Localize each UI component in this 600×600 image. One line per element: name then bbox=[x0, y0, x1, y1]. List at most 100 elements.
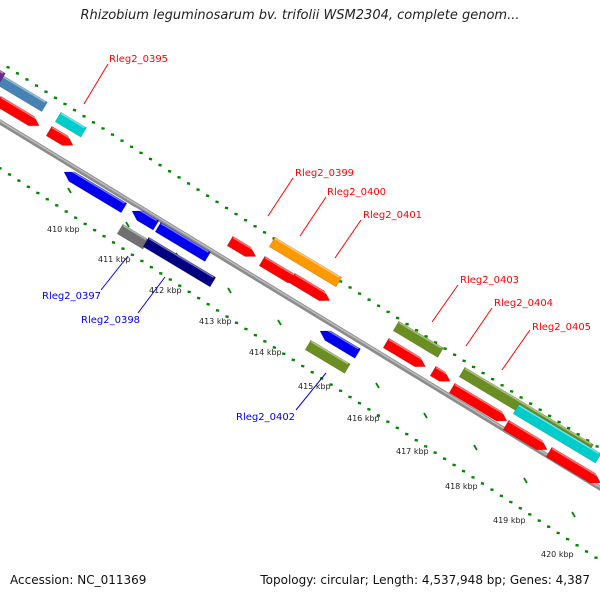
tick-mark bbox=[547, 414, 552, 418]
tick-mark bbox=[63, 102, 67, 106]
tick-mark bbox=[225, 315, 229, 319]
tick-mark bbox=[509, 389, 514, 393]
tick-mark bbox=[25, 78, 29, 82]
gene-label[interactable]: Rleg2_0405 bbox=[532, 322, 591, 333]
tick-mark bbox=[120, 139, 124, 143]
kbp-label: 411 kbp bbox=[98, 255, 131, 264]
tick-mark bbox=[518, 506, 523, 510]
kbp-tick bbox=[375, 382, 380, 389]
kbp-label: 416 kbp bbox=[347, 414, 380, 423]
tick-mark bbox=[310, 370, 315, 374]
tick-mark bbox=[186, 182, 191, 185]
tick-mark bbox=[262, 230, 267, 234]
tick-mark bbox=[357, 401, 362, 405]
tick-mark bbox=[575, 543, 579, 547]
tick-mark bbox=[291, 358, 296, 362]
gene-feature[interactable] bbox=[0, 67, 6, 84]
gene-label[interactable]: Rleg2_0400 bbox=[327, 187, 386, 198]
tick-mark bbox=[386, 310, 390, 314]
tick-mark bbox=[168, 278, 173, 282]
tick-mark bbox=[367, 407, 371, 411]
tick-mark bbox=[471, 365, 476, 369]
tick-mark bbox=[395, 426, 400, 430]
kbp-label: 420 kbp bbox=[541, 550, 574, 559]
tick-mark bbox=[187, 290, 192, 294]
tick-mark bbox=[537, 519, 542, 523]
tick-mark bbox=[6, 65, 10, 69]
gene-feature[interactable] bbox=[54, 111, 87, 138]
tick-mark bbox=[528, 402, 533, 406]
gene-feature[interactable] bbox=[429, 365, 453, 386]
gene-label[interactable]: Rleg2_0404 bbox=[494, 298, 553, 309]
tick-mark bbox=[196, 188, 200, 192]
tick-mark bbox=[111, 240, 116, 244]
tick-mark bbox=[243, 218, 248, 222]
kbp-tick bbox=[125, 221, 130, 228]
gene-label[interactable]: Rleg2_0398 bbox=[81, 315, 140, 326]
tick-mark bbox=[83, 222, 87, 226]
kbp-tick bbox=[523, 477, 528, 484]
tick-mark bbox=[140, 259, 144, 263]
gene-label[interactable]: Rleg2_0395 bbox=[109, 54, 168, 65]
tick-mark bbox=[357, 292, 362, 296]
kbp-label: 417 kbp bbox=[396, 447, 429, 456]
gene-feature[interactable] bbox=[154, 221, 211, 262]
tick-mark bbox=[480, 482, 485, 485]
tick-mark bbox=[329, 383, 333, 387]
gene-feature[interactable] bbox=[382, 337, 428, 371]
tick-mark bbox=[0, 167, 2, 170]
gene-feature[interactable] bbox=[116, 223, 149, 250]
gene-feature[interactable] bbox=[142, 236, 217, 288]
tick-mark bbox=[72, 108, 77, 112]
gene-feature[interactable] bbox=[129, 206, 160, 231]
tick-mark bbox=[26, 185, 31, 189]
gene-feature[interactable] bbox=[317, 326, 361, 359]
tick-mark bbox=[405, 322, 409, 326]
gene-feature[interactable] bbox=[268, 236, 343, 288]
tick-mark bbox=[149, 265, 154, 269]
tick-mark bbox=[300, 364, 305, 368]
tick-mark bbox=[44, 90, 48, 94]
gene-label[interactable]: Rleg2_0401 bbox=[363, 210, 422, 221]
tick-mark bbox=[443, 347, 447, 351]
gene-feature[interactable] bbox=[512, 403, 600, 464]
tick-mark bbox=[433, 451, 437, 455]
leader-line bbox=[295, 372, 327, 411]
kbp-label: 412 kbp bbox=[149, 286, 182, 295]
tick-mark bbox=[139, 151, 143, 155]
tick-mark bbox=[423, 444, 428, 448]
tick-mark bbox=[215, 200, 219, 204]
tick-mark bbox=[73, 216, 78, 220]
gene-feature[interactable] bbox=[61, 167, 128, 214]
gene-feature[interactable] bbox=[392, 320, 444, 358]
gene-label[interactable]: Rleg2_0402 bbox=[236, 412, 295, 423]
tick-mark bbox=[148, 157, 153, 161]
leader-line bbox=[137, 276, 166, 314]
inner-tick-ring bbox=[0, 167, 598, 560]
gene-feature[interactable] bbox=[545, 446, 600, 487]
gene-feature[interactable] bbox=[304, 339, 351, 374]
tick-mark bbox=[462, 359, 466, 363]
tick-mark bbox=[234, 321, 239, 325]
tick-mark bbox=[281, 352, 286, 356]
kbp-label: 413 kbp bbox=[199, 317, 232, 326]
tick-mark bbox=[7, 173, 12, 176]
tick-mark bbox=[499, 494, 504, 498]
tick-mark bbox=[338, 389, 343, 393]
leader-line bbox=[465, 307, 493, 347]
gene-label[interactable]: Rleg2_0397 bbox=[42, 291, 101, 302]
gene-feature[interactable] bbox=[502, 419, 550, 454]
gene-feature[interactable] bbox=[0, 95, 42, 130]
tick-mark bbox=[167, 169, 172, 173]
gene-feature[interactable] bbox=[226, 235, 258, 261]
tick-mark bbox=[205, 194, 210, 198]
gene-feature[interactable] bbox=[45, 125, 76, 150]
gene-feature[interactable] bbox=[448, 382, 510, 425]
tick-mark bbox=[376, 304, 381, 308]
gene-label[interactable]: Rleg2_0399 bbox=[295, 168, 354, 179]
gene-feature[interactable] bbox=[288, 272, 332, 305]
tick-mark bbox=[500, 383, 504, 387]
gene-label[interactable]: Rleg2_0403 bbox=[460, 275, 519, 286]
tick-mark bbox=[556, 531, 560, 535]
